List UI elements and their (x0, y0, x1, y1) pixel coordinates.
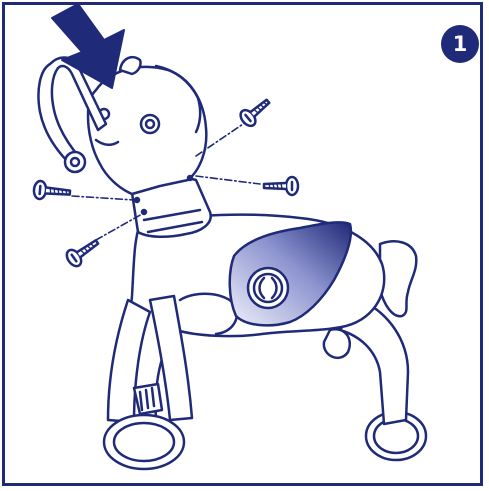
horse-eye-icon (141, 115, 159, 133)
saddle-logo-icon (248, 268, 288, 308)
step-number-badge: 1 (441, 25, 479, 63)
rear-knee (324, 329, 350, 358)
screw-icon (64, 235, 102, 269)
screw-icon (238, 94, 274, 128)
screw-icon (264, 177, 298, 195)
front-left-wheel-icon (104, 415, 184, 469)
horse-ear (120, 57, 141, 74)
screw-icon (33, 181, 70, 202)
down-arrow-icon (52, 4, 124, 88)
